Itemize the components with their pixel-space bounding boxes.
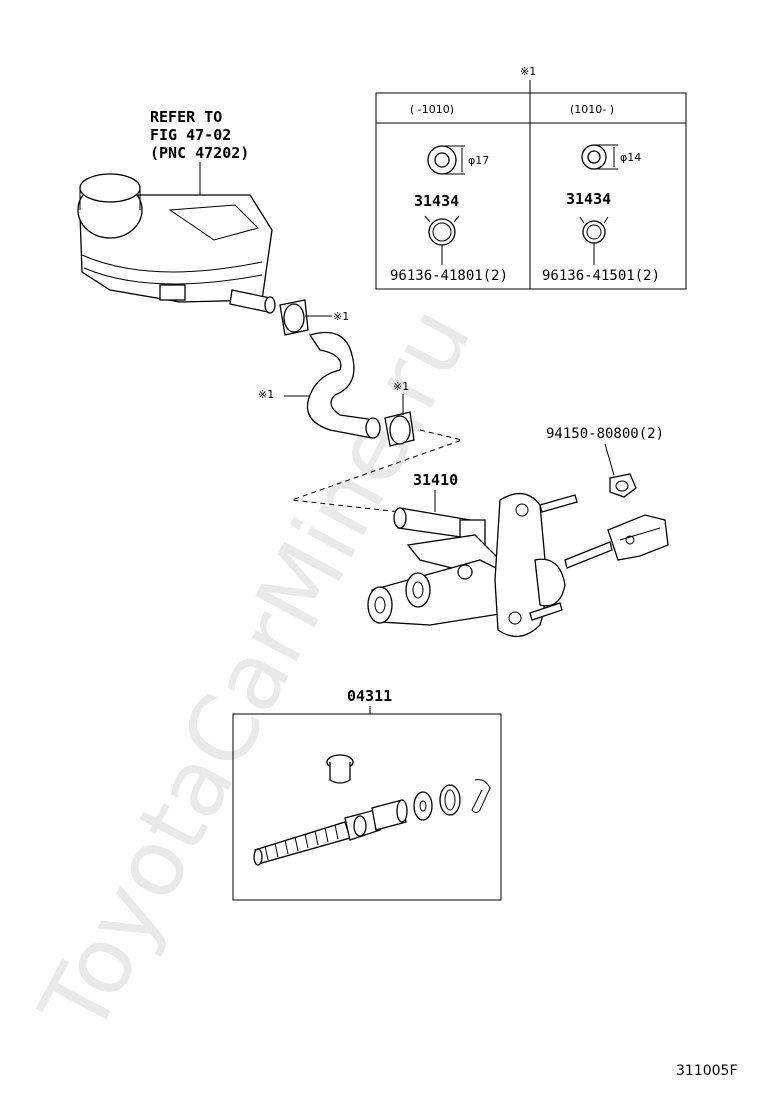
inset-col1-clip-no: 96136-41801(2) [390, 268, 508, 284]
inset-note-mark: ※1 [520, 65, 536, 78]
hose-clip-upper-label: ※1 [333, 310, 349, 323]
nut-label: 94150-80800(2) [546, 426, 664, 442]
repair-kit-box [232, 713, 502, 901]
hose-clip-lower [384, 411, 415, 447]
hose-label: ※1 [258, 388, 274, 401]
inset-col2-diameter: φ14 [620, 151, 641, 164]
inset-col2-clip-no: 96136-41501(2) [542, 268, 660, 284]
inset-col1-washer [427, 145, 465, 175]
inset-col2-washer [581, 144, 618, 170]
assembly-guide [291, 429, 464, 513]
inset-col1-clip [424, 215, 460, 246]
hose [306, 331, 381, 439]
repair-kit-label: 04311 [347, 687, 392, 705]
clutch-master-cylinder [367, 493, 669, 637]
repair-kit-snap-ring [439, 784, 461, 816]
flange-nut [609, 473, 637, 498]
repair-kit-clip-pin [471, 779, 491, 813]
inset-col2-clip [579, 216, 609, 244]
hose-clip-lower-label: ※1 [393, 380, 409, 393]
inset-col2-header: (1010- ) [570, 103, 614, 116]
watermark: ToyotaCarMine.ru [19, 290, 491, 1051]
repair-kit-cap [326, 754, 354, 784]
inset-col2-part-no: 31434 [566, 190, 611, 208]
master-cylinder-label: 31410 [413, 471, 458, 489]
reservoir-ref-line1: REFER TO [150, 108, 222, 126]
hose-clip-upper [279, 299, 309, 336]
inset-col1-diameter: φ17 [468, 154, 489, 167]
repair-kit-washer [413, 791, 433, 821]
reservoir-ref-line3: (PNC 47202) [150, 144, 249, 162]
inset-col1-header: ( -1010) [410, 103, 454, 116]
reservoir-tank [77, 173, 276, 314]
reservoir-ref-line2: FIG 47-02 [150, 126, 231, 144]
repair-kit-spring-piston [253, 799, 408, 866]
inset-table [375, 92, 687, 290]
inset-col1-part-no: 31434 [414, 192, 459, 210]
figure-id: 311005F [676, 1063, 738, 1079]
